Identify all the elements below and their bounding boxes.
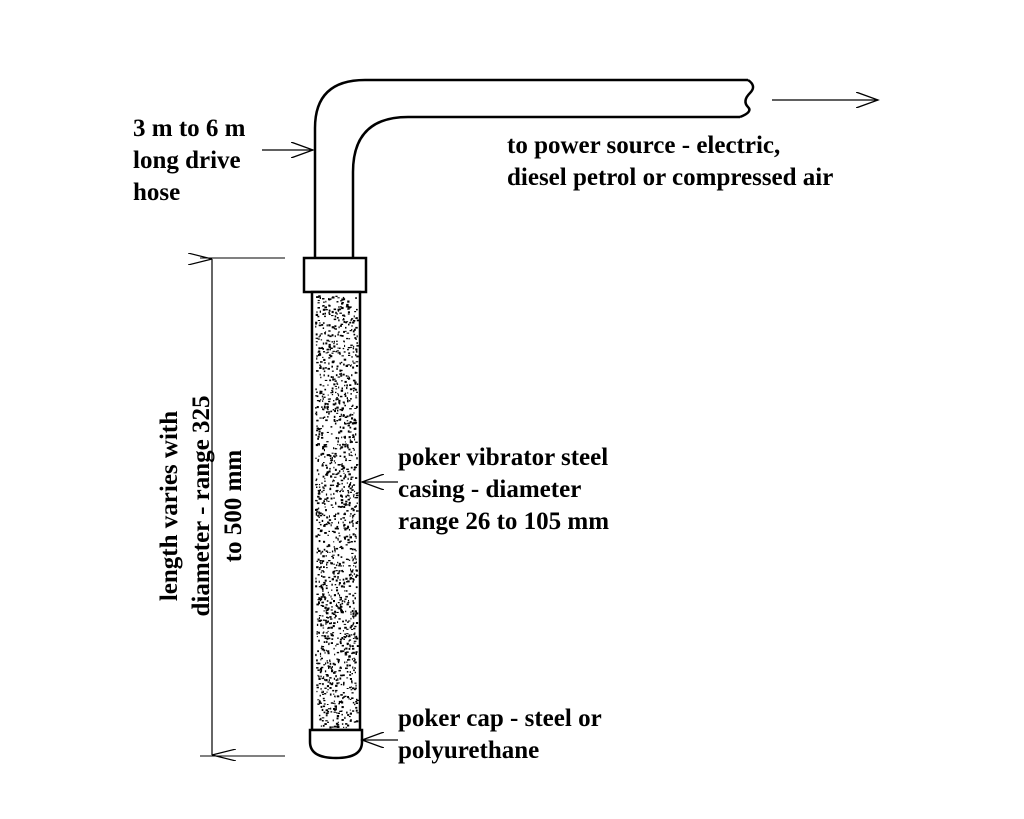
cap-label-line-1: poker cap - steel or — [398, 705, 602, 732]
drive-hose-outer-wall — [313, 78, 748, 258]
casing-label: poker vibrator steel casing - diameter r… — [398, 442, 609, 538]
hose-label-line-1: 3 m to 6 m — [133, 115, 246, 142]
casing-label-line-2: casing - diameter — [398, 476, 582, 503]
hose-label-line-3: hose — [133, 179, 181, 206]
cap-label: poker cap - steel or polyurethane — [398, 703, 602, 767]
hose-label: 3 m to 6 m long drive hose — [133, 113, 245, 209]
hose-label-line-2: long drive — [133, 147, 241, 174]
length-label-line-3: to 500 mm — [220, 449, 247, 563]
drive-hose-break — [739, 78, 755, 119]
cap-label-line-2: polyurethane — [398, 737, 540, 764]
length-label-line-1: length varies with — [156, 410, 183, 602]
length-dimension-label: length varies with diameter - range 325 … — [154, 341, 250, 671]
casing-label-line-3: range 26 to 105 mm — [398, 508, 610, 535]
drive-hose-inner-wall — [351, 115, 740, 258]
power-source-label: to power source - electric, diesel petro… — [507, 130, 833, 194]
length-label-line-2: diameter - range 325 — [188, 395, 215, 617]
coupling-collar — [302, 256, 368, 294]
casing-stipple-texture — [315, 295, 360, 729]
power-label-line-1: to power source - electric, — [507, 132, 781, 159]
power-label-line-2: diesel petrol or compressed air — [507, 164, 834, 191]
casing-label-line-1: poker vibrator steel — [398, 444, 609, 471]
poker-cap — [308, 728, 364, 760]
